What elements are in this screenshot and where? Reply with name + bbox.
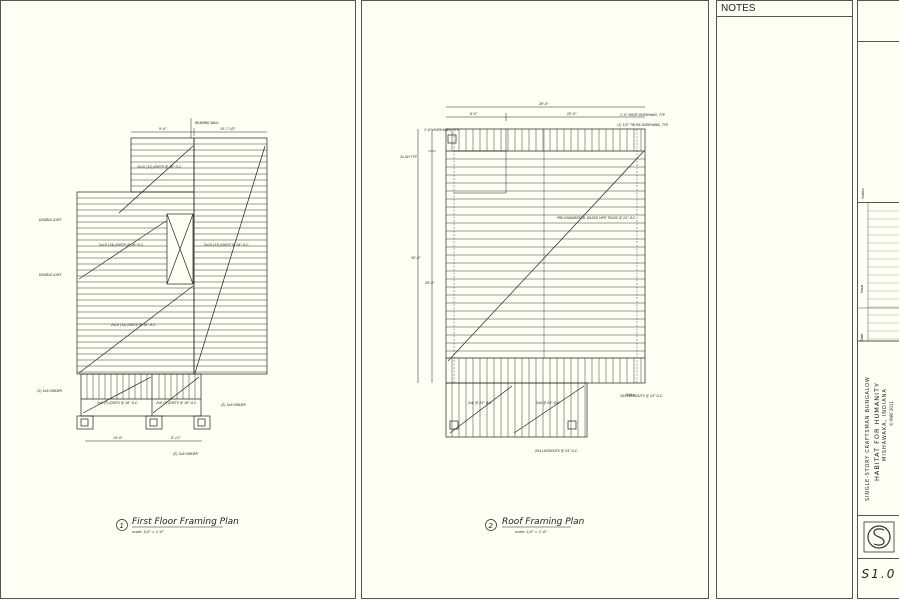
ff-label-girder-bottom: (2) 2x8 GIRDER xyxy=(173,452,198,456)
ff-label-joists-3: 2x10 (17) JOISTS @ 16" O.C. xyxy=(204,243,249,247)
ff-label-joists-1: 2x10 (12) JOISTS @ 16" O.C. xyxy=(137,165,182,169)
ff-stair-opening xyxy=(166,213,194,285)
ff-label-bearing-wall: BEARING WALL xyxy=(195,121,219,125)
roof-sheet: 28'-0" 6'-0" 22'-0" 30'-0" 28'-0" 1'-0" … xyxy=(361,0,709,599)
ff-title-number: 1 xyxy=(120,522,124,530)
roof-dim-inner-depth: 28'-0" xyxy=(425,281,435,285)
roof-label-dim-left: 2x OH TYP. xyxy=(400,155,417,159)
roof-label-rafters-1: 2x6 @ 24" O.C. xyxy=(468,401,492,405)
roof-dim-right-bay: 22'-0" xyxy=(567,112,577,116)
roof-label-truss-overhang: (1) 1/2" TRUSS OVERHANG, TYP. xyxy=(617,123,668,127)
ff-scale: scale: 1/4" = 1'-0" xyxy=(132,530,164,534)
firm-logo-icon xyxy=(863,521,895,553)
ff-label-double-joist-2: DOUBLE JOIST xyxy=(39,273,63,277)
ff-pier-left xyxy=(76,415,94,430)
roof-dim-overall-width: 28'-0" xyxy=(539,102,549,106)
roof-label-trusses: PRE-ENGINEERED, BASED HIPS TRUSS @ 24" O… xyxy=(557,216,636,220)
ff-label-joists-5: 2x8 (7) JOISTS @ 16" O.C. xyxy=(97,401,138,405)
first-floor-sheet: 9'-6" 10'-7 1/2" 10'-6" 8'-11" BEARING W… xyxy=(0,0,356,599)
ff-label-joists-2: 2x10 (14) JOISTS @ 16" O.C. xyxy=(99,243,144,247)
notes-panel: NOTES xyxy=(716,0,853,599)
title-block-issue-label: Issue xyxy=(860,284,864,293)
roof-label-wall: WALL xyxy=(626,393,635,397)
roof-dim-left-bay: 6'-0" xyxy=(470,112,478,116)
roof-porch xyxy=(445,382,588,438)
title-block-logo-cell xyxy=(858,516,899,559)
title-block-notes-cell xyxy=(858,42,899,203)
sheet-number: S1.0 xyxy=(861,567,897,581)
title-block-date-label: Date xyxy=(860,333,864,341)
roof-label-rafters-2: 2x6 @ 24" O.C. xyxy=(536,401,560,405)
ff-right-bay xyxy=(193,137,268,375)
roof-title-number-circle xyxy=(485,519,497,531)
roof-framing-drawing: 28'-0" 6'-0" 22'-0" 30'-0" 28'-0" 1'-0" … xyxy=(400,102,668,534)
title-block-notes-label: Notes xyxy=(860,188,865,199)
title-block: Notes Issue Date SINGLE-STORY CRAFTSMAN … xyxy=(857,0,899,599)
roof-title-number: 2 xyxy=(489,522,494,530)
ff-title: First Floor Framing Plan xyxy=(132,517,239,527)
ff-pier-right xyxy=(193,415,211,430)
ff-label-girder-left: (2) 2x8 GIRDER xyxy=(37,389,62,393)
notes-title: NOTES xyxy=(721,3,756,14)
ff-label-double-joist-1: DOUBLE JOIST xyxy=(39,218,63,222)
roof-label-overhang-top: 1'-0" ROOF OVERHANG, TYP. xyxy=(620,113,665,117)
project-line-1: SINGLE-STORY CRAFTSMAN BUNGALOW xyxy=(865,376,871,501)
roof-corner-post-br xyxy=(567,420,577,430)
project-line-4: © MAY 2011 xyxy=(889,400,894,426)
ff-title-number-circle xyxy=(116,519,128,531)
title-block-top-cell xyxy=(858,1,899,42)
ff-pier-mid xyxy=(145,415,163,430)
ff-left-bay xyxy=(76,191,195,375)
title-block-project-cell xyxy=(858,344,899,516)
project-line-3: MISHAWAKA, INDIANA xyxy=(882,388,888,461)
ff-dim-right: 10'-7 1/2" xyxy=(220,127,236,131)
roof-dim-overall-depth: 30'-0" xyxy=(411,256,421,260)
ff-label-joists-4: 2x10 (14) JOISTS @ 16" O.C. xyxy=(111,323,156,327)
roof-scale: scale: 1/4" = 1'-0" xyxy=(515,530,547,534)
ff-label-girder-right: (2) 2x8 GIRDER xyxy=(221,403,246,407)
first-floor-framing-drawing: 9'-6" 10'-7 1/2" 10'-6" 8'-11" BEARING W… xyxy=(37,118,268,534)
project-line-2: HABITAT FOR HUMANITY xyxy=(873,381,881,481)
roof-label-lookouts-right: 2X4 LOOKOUTS @ 24" O.C. xyxy=(620,394,663,398)
roof-title: Roof Framing Plan xyxy=(502,517,585,527)
ff-label-joists-6: 2x8 (7) JOISTS @ 16" O.C. xyxy=(156,401,197,405)
notes-title-rule xyxy=(717,16,852,17)
ff-dim-bottom-left: 10'-6" xyxy=(113,436,123,440)
ff-dim-upper: 9'-6" xyxy=(159,127,167,131)
roof-label-lookouts-bottom: 2X4 LOOKOUTS @ 24" O.C. xyxy=(535,449,578,453)
title-block-issue-table xyxy=(858,203,899,342)
roof-corner-post-bl xyxy=(449,420,459,430)
ff-dim-bottom-right: 8'-11" xyxy=(171,436,181,440)
roof-label-overhang-left: 1'-0" OVERHANG, TYP. xyxy=(424,128,459,132)
